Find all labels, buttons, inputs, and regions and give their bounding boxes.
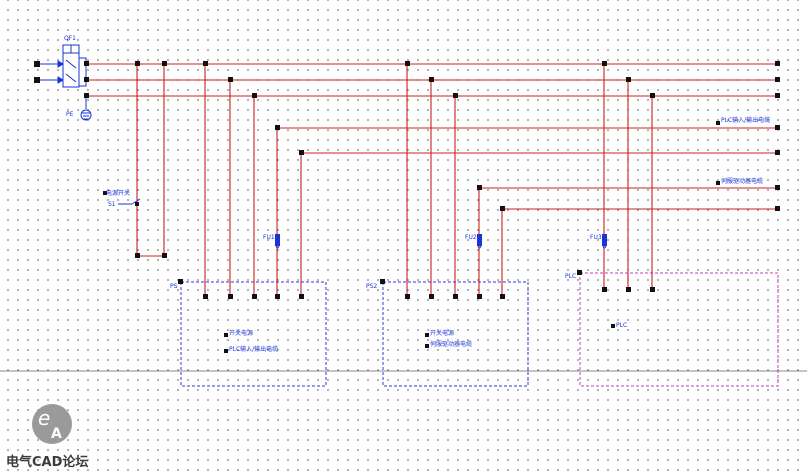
power-switch-s1[interactable] [118, 198, 141, 205]
label-terminal-marks [103, 121, 720, 353]
box1-line-1: 开关电源 [229, 330, 254, 337]
wire-junction-dots [84, 61, 655, 258]
breaker-label: QF1 [64, 35, 76, 42]
device-box-plc[interactable] [579, 272, 779, 387]
fuse-label-fu2: FU2 [465, 234, 477, 241]
supply-terminal-n[interactable] [34, 77, 40, 83]
svg-text:A: A [51, 426, 62, 442]
svg-text:e: e [38, 406, 50, 430]
forum-watermark-text: 电气CAD论坛 [6, 455, 89, 470]
cable-label-io: PLC输入/输出电缆 [721, 117, 771, 124]
box2-line-2: 伺服驱动器电缆 [430, 341, 473, 348]
fuse-fu2[interactable] [477, 234, 482, 249]
branch-wires [136, 64, 653, 296]
device-tag-ps2: PS2 [366, 283, 378, 290]
supply-terminal-l[interactable] [34, 61, 40, 67]
power-switch-label: 电源开关 [106, 190, 131, 197]
switch-tag-label: S1 [108, 201, 116, 208]
main-breaker-qf1[interactable] [62, 44, 87, 88]
pe-label: PE [66, 111, 74, 118]
bus-end-terminals[interactable] [775, 61, 780, 211]
device-tag-plc: PLC [565, 273, 577, 280]
device-tag-ps1: PS [170, 283, 178, 290]
fuse-label-fu3: FU3 [590, 234, 602, 241]
cable-label-drive: 伺服驱动器电缆 [721, 178, 764, 185]
box1-line-2: PLC输入/输出电缆 [229, 346, 279, 353]
incoming-supply [37, 60, 64, 84]
fuse-label-fu1: FU1 [263, 234, 275, 241]
device-input-terminals[interactable] [178, 270, 655, 299]
fuse-fu1[interactable] [275, 234, 280, 249]
box2-line-1: 开关电源 [430, 330, 455, 337]
fuse-fu3[interactable] [602, 234, 607, 249]
forum-logo-icon: e A [32, 404, 72, 444]
box3-line-1: PLC [616, 322, 628, 329]
pe-ground-symbol[interactable] [80, 96, 92, 121]
power-bus-lines [86, 63, 778, 210]
